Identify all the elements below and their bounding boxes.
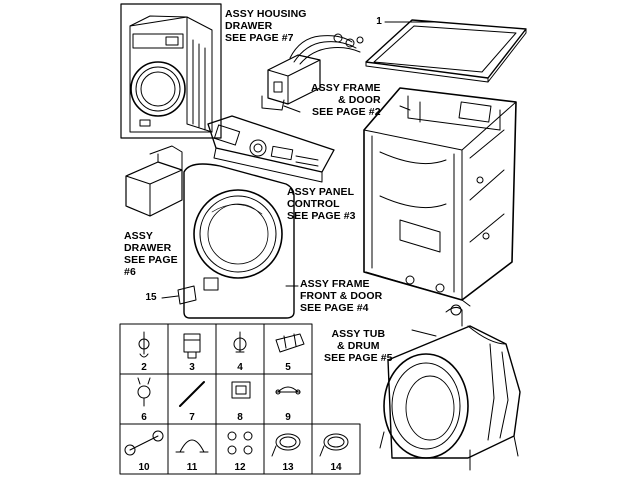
part-number: 11 <box>186 462 198 473</box>
part-3-bracket-icon <box>183 333 201 359</box>
part-icons <box>124 331 349 457</box>
part-10-spanner-icon <box>124 430 164 456</box>
callout-15-leader <box>161 295 179 299</box>
part-number: 8 <box>237 412 243 423</box>
housing-drawer-assembly <box>261 33 364 113</box>
front-frame-door <box>161 163 299 319</box>
part-number: 3 <box>189 362 195 373</box>
label-frame-front: ASSY FRAME FRONT & DOOR SEE PAGE #4 <box>300 278 383 314</box>
cabinet-frame <box>363 87 517 307</box>
part-5-holder-icon <box>275 333 305 353</box>
label-drawer: ASSY DRAWER SEE PAGE #6 <box>124 230 178 278</box>
parts-grid-frame <box>119 323 361 475</box>
part-13-hose-icon <box>271 433 301 457</box>
part-12-caps-icon <box>227 431 253 455</box>
part-11-guide-icon <box>175 439 209 453</box>
control-panel <box>207 115 335 183</box>
part-8-mount-icon <box>231 381 251 399</box>
label-panel-control: ASSY PANEL CONTROL SEE PAGE #3 <box>287 186 356 222</box>
top-cover <box>365 19 527 83</box>
tub-drum-assembly <box>379 304 521 471</box>
part-4-clip-icon <box>233 331 247 353</box>
thumbnail-frame <box>120 3 222 139</box>
label-housing-drawer: ASSY HOUSING DRAWER SEE PAGE #7 <box>225 8 307 44</box>
part-number: 10 <box>138 462 150 473</box>
callout-15: 15 <box>145 292 157 303</box>
part-9-strap-icon <box>275 386 301 395</box>
part-14-hose-icon <box>319 433 349 457</box>
label-frame-door-top: ASSY FRAME & DOOR SEE PAGE #2 <box>311 82 381 118</box>
part-number: 12 <box>234 462 246 473</box>
part-number: 14 <box>330 462 342 473</box>
part-6-clamp-icon <box>137 377 151 407</box>
part-7-tie-icon <box>179 381 205 407</box>
part-2-clamp-icon <box>138 331 150 358</box>
detergent-drawer <box>125 145 183 217</box>
part-number: 2 <box>141 362 147 373</box>
label-tub-drum: ASSY TUB & DRUM SEE PAGE #5 <box>324 328 393 364</box>
part-number: 5 <box>285 362 291 373</box>
part-number: 9 <box>285 412 291 423</box>
part-number: 6 <box>141 412 147 423</box>
part-number: 7 <box>189 412 195 423</box>
washer-thumbnail <box>120 3 222 139</box>
tub-drum-leader <box>411 329 437 337</box>
part-number: 13 <box>282 462 294 473</box>
frame-door-top-leader <box>399 105 411 111</box>
part-number: 4 <box>237 362 243 373</box>
callout-1: 1 <box>376 16 382 27</box>
